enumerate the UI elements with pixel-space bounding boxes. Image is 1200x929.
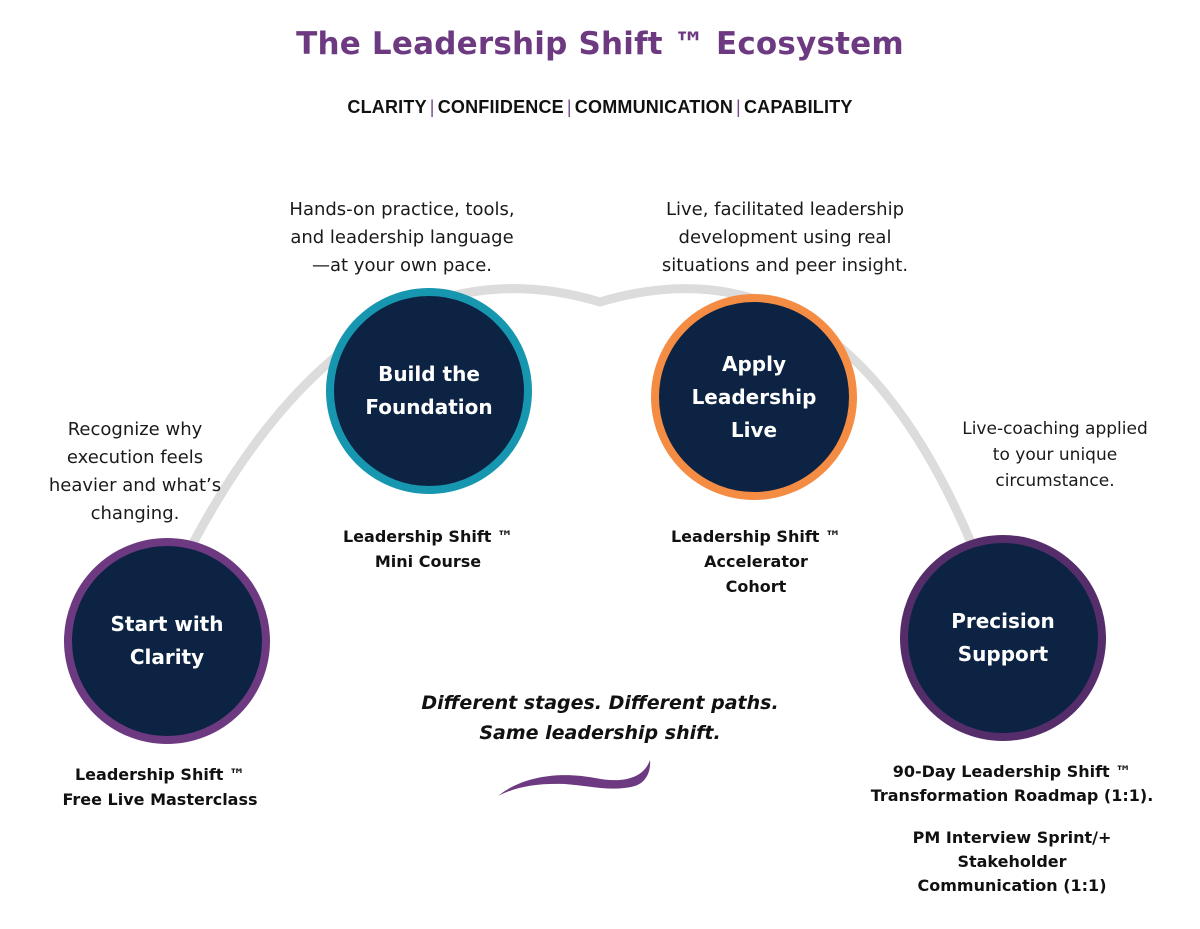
description-line: and leadership language (290, 227, 514, 248)
description-line: Hands-on practice, tools, (289, 199, 515, 220)
description-line: Recognize why (67, 419, 203, 440)
description-line: heavier and what’s (48, 475, 222, 496)
description-line: Live, facilitated leadership (665, 199, 905, 220)
offer-line: Leadership Shift ™ (670, 527, 842, 546)
description-line: —at your own pace. (311, 255, 493, 276)
pillars-subtitle: CLARITY|CONFIIDENCE|COMMUNICATION|CAPABI… (0, 97, 1200, 118)
offer-line: Accelerator (704, 552, 808, 571)
node-label-line: Precision (951, 609, 1055, 633)
stage-precision-offer: 90-Day Leadership Shift ™ Transformation… (862, 760, 1162, 808)
offer-line: Communication (1:1) (917, 876, 1107, 895)
pillar-separator: | (736, 97, 741, 117)
tagline: Different stages. Different paths. Same … (380, 688, 820, 748)
stage-node-label: Precision Support (951, 605, 1055, 671)
node-label-line: Start with (110, 612, 224, 636)
description-line: Live-coaching applied (962, 419, 1148, 439)
swoosh-stroke (498, 760, 651, 796)
offer-line: PM Interview Sprint/+ (912, 828, 1112, 847)
stage-apply-description: Live, facilitated leadership development… (630, 196, 940, 280)
stage-start-description: Recognize why execution feels heavier an… (20, 416, 250, 528)
stage-precision-description: Live-coaching applied to your unique cir… (930, 416, 1180, 494)
pillar-capability: CAPABILITY (743, 97, 853, 117)
offer-line: Leadership Shift ™ (74, 765, 246, 784)
offer-line: Mini Course (374, 552, 482, 571)
stage-apply-offer: Leadership Shift ™ Accelerator Cohort (626, 524, 886, 599)
journey-arc-path (187, 284, 977, 550)
offer-line: Leadership Shift ™ (342, 527, 514, 546)
tagline-line: Different stages. Different paths. (421, 692, 779, 714)
node-label-line: Foundation (365, 395, 493, 419)
stage-node-label: Build the Foundation (365, 358, 492, 424)
stage-foundation-description: Hands-on practice, tools, and leadership… (252, 196, 552, 280)
node-label-line: Leadership (691, 384, 817, 409)
offer-line: Free Live Masterclass (62, 790, 258, 809)
pillar-separator: | (429, 97, 435, 117)
description-line: to your unique (992, 445, 1118, 465)
stage-node-start: Start with Clarity (64, 538, 270, 744)
stage-node-precision: Precision Support (900, 535, 1106, 741)
tagline-line: Same leadership shift. (479, 722, 721, 744)
description-line: development using real (678, 227, 892, 248)
node-label-line: Support (957, 642, 1049, 666)
stage-node-label: Apply Leadership Live (692, 348, 817, 447)
pillar-clarity: CLARITY (347, 97, 427, 117)
offer-line: Cohort (725, 577, 787, 596)
stage-foundation-offer: Leadership Shift ™ Mini Course (298, 524, 558, 574)
stage-precision-extra-offer: PM Interview Sprint/+ Stakeholder Commun… (862, 826, 1162, 898)
stage-node-apply: Apply Leadership Live (651, 294, 857, 500)
node-label-line: Build the (378, 362, 480, 386)
stage-node-foundation: Build the Foundation (326, 288, 532, 494)
stage-node-label: Start with Clarity (111, 608, 224, 674)
offer-line: Stakeholder (957, 852, 1067, 871)
description-line: circumstance. (995, 471, 1115, 491)
stage-start-offer: Leadership Shift ™ Free Live Masterclass (30, 762, 290, 812)
pillar-separator: | (566, 97, 572, 117)
pillar-communication: COMMUNICATION (574, 97, 734, 117)
pillar-confidence: CONFIIDENCE (437, 97, 564, 117)
offer-line: 90-Day Leadership Shift ™ (892, 762, 1132, 781)
node-label-line: Apply (721, 351, 786, 376)
page-title: The Leadership Shift ™ Ecosystem (296, 26, 904, 62)
node-label-line: Clarity (129, 645, 205, 669)
description-line: situations and peer insight. (661, 255, 909, 276)
swoosh-decoration (498, 760, 651, 796)
description-line: changing. (90, 503, 180, 524)
offer-line: Transformation Roadmap (1:1). (870, 786, 1154, 805)
node-label-line: Live (730, 417, 778, 442)
description-line: execution feels (66, 447, 204, 468)
